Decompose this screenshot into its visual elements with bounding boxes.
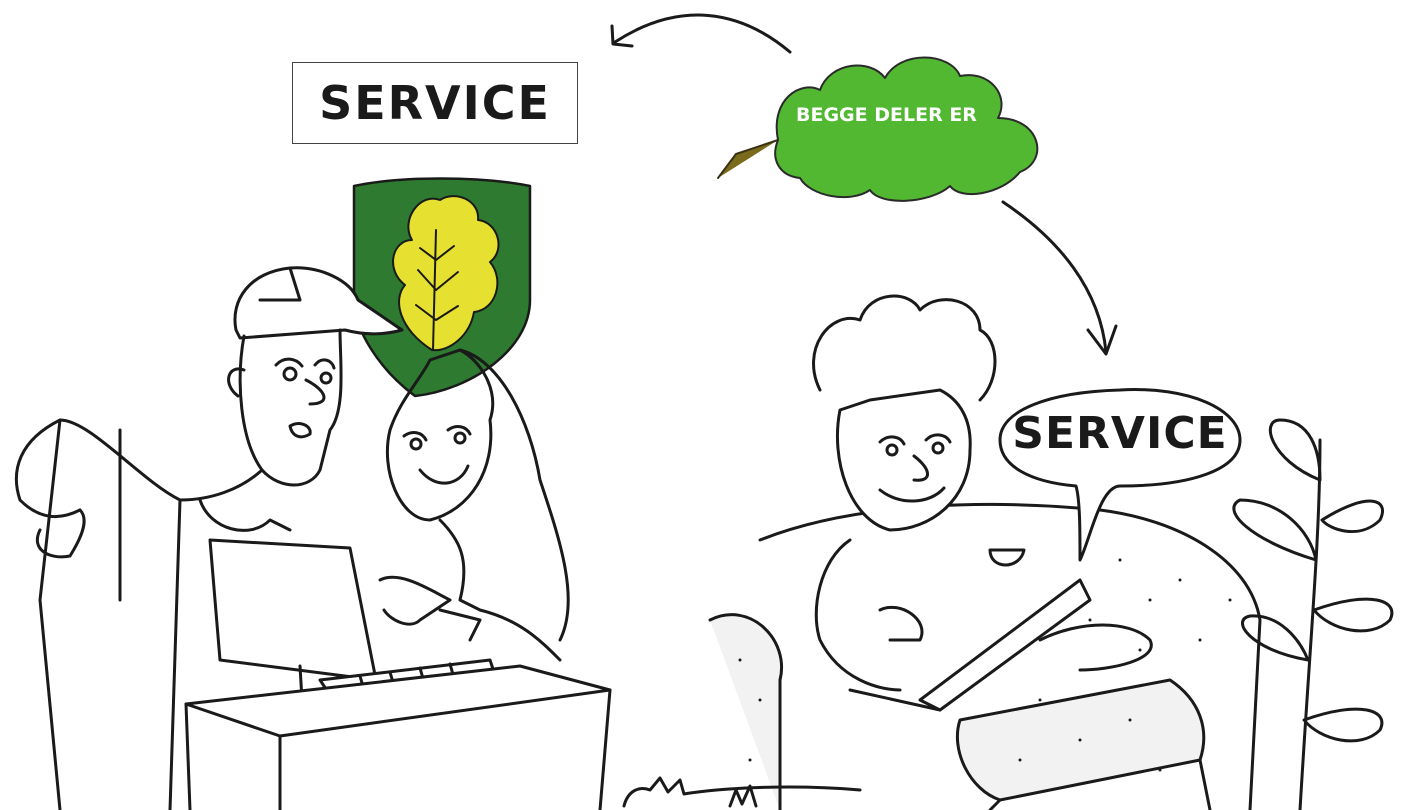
service-box: SERVICE (292, 62, 578, 144)
leaf-label: BEGGE DELER ER (796, 104, 977, 126)
curved-arrow-icon (610, 13, 792, 54)
grass-illustration (622, 776, 862, 808)
woman-on-couch-illustration (812, 294, 1153, 712)
service-box-label: SERVICE (319, 76, 551, 130)
computer-desk-illustration (184, 538, 612, 810)
speech-bubble (998, 388, 1242, 562)
curved-arrow-icon (1001, 200, 1118, 356)
coat-of-arms-shield-icon (352, 177, 532, 398)
woman-illustration (378, 348, 570, 662)
man-illustration (14, 266, 404, 810)
oak-leaf-icon (717, 56, 1039, 202)
speech-bubble-label: SERVICE (1012, 408, 1228, 459)
plant-illustration (1232, 418, 1394, 810)
